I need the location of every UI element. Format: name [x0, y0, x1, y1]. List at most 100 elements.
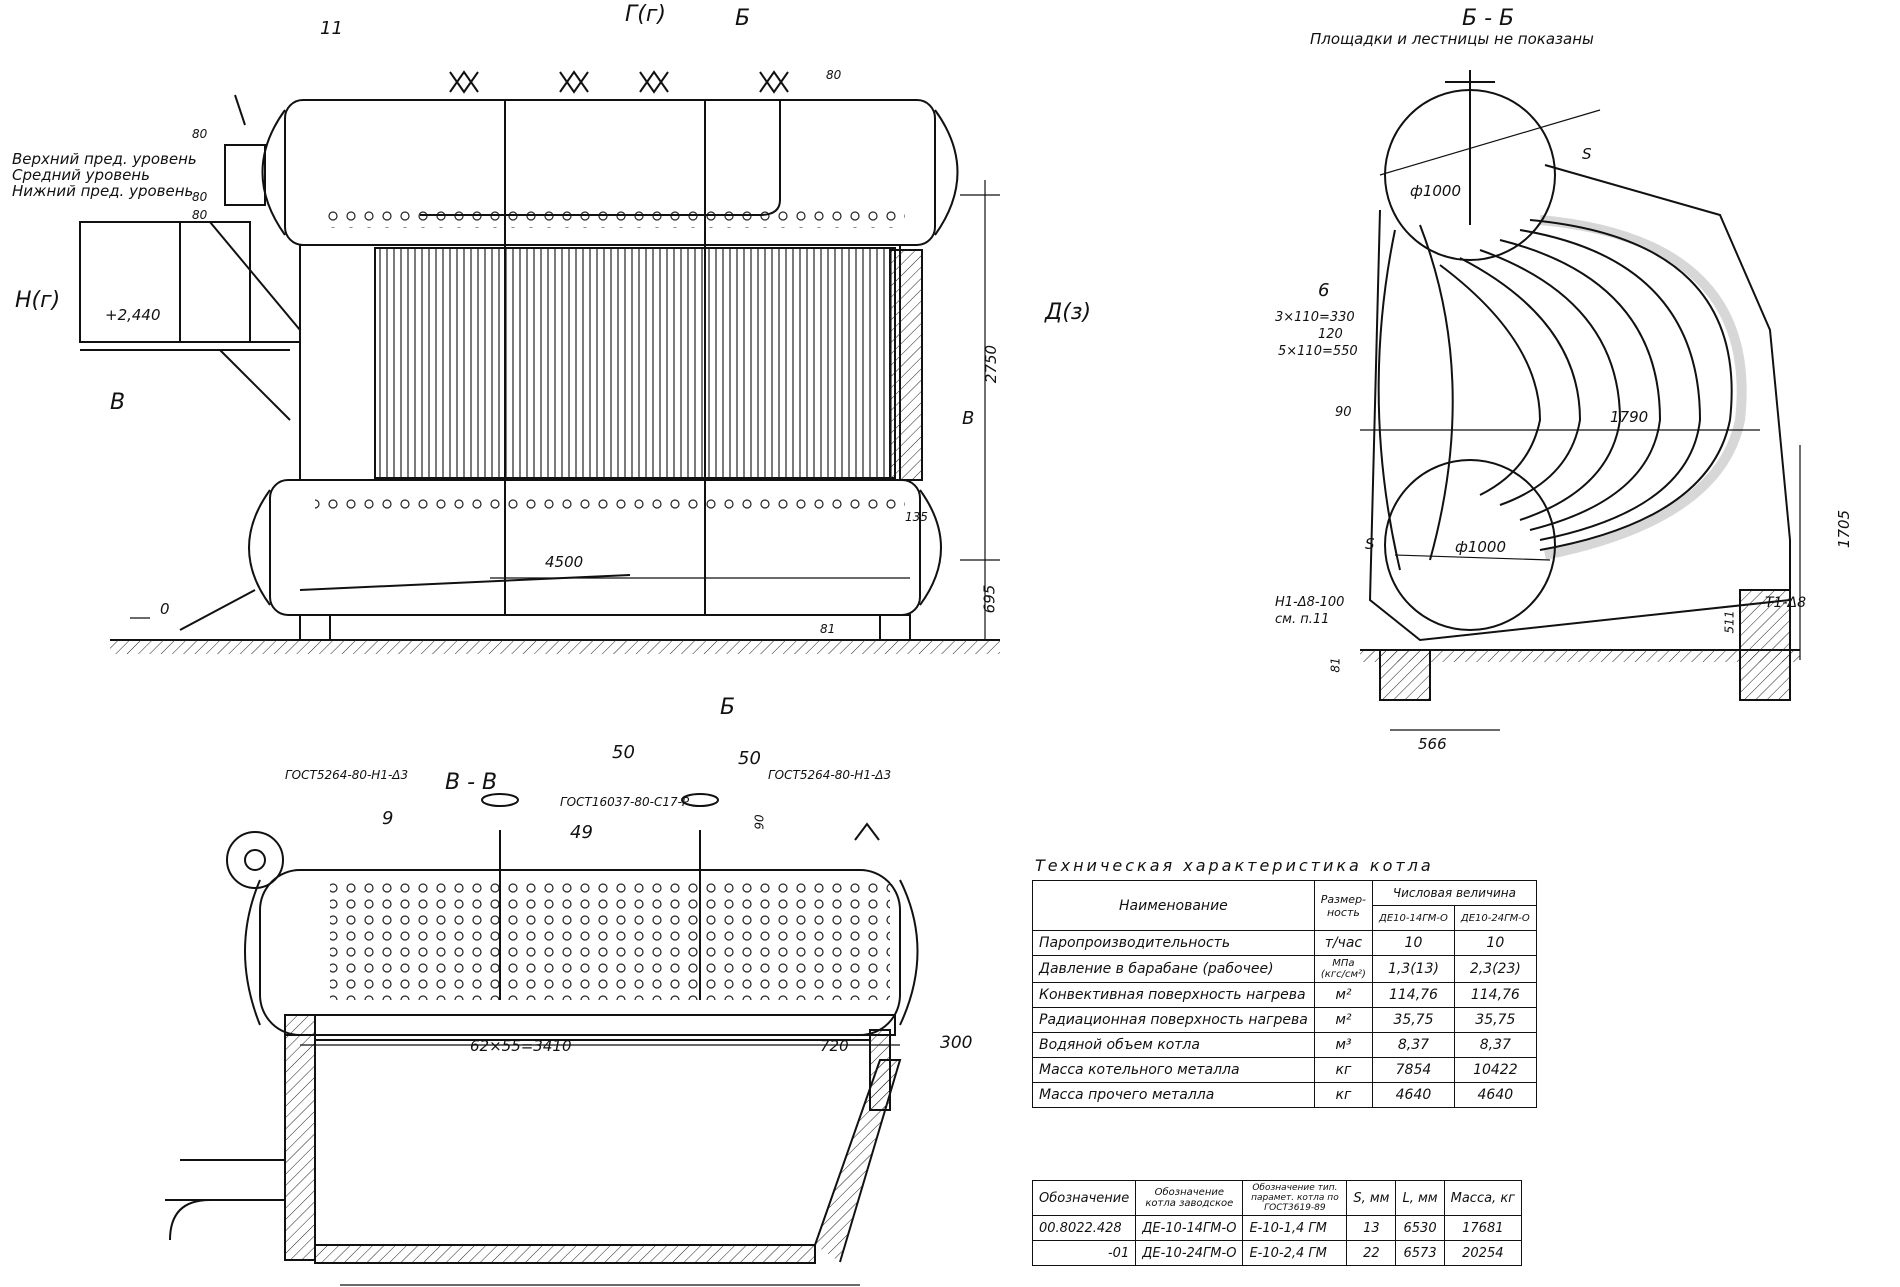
section-vv	[165, 793, 919, 1286]
drum-bottom-dia: ф1000	[1455, 538, 1506, 556]
tech-table: Наименование Размер-ность Числовая велич…	[1032, 880, 1537, 1108]
callout-50b: 50	[738, 748, 761, 769]
cell: м³	[1313, 1032, 1374, 1058]
desig-h-1: Обозначение	[1031, 1180, 1137, 1216]
cell: 8,37	[1372, 1032, 1455, 1058]
tech-sub-2: ДЕ10-24ГМ-О	[1453, 905, 1537, 931]
tech-h-name: Наименование	[1032, 880, 1315, 931]
tech-sub-1: ДЕ10-14ГМ-О	[1372, 905, 1455, 931]
pitch-3: 5×110=550	[1278, 344, 1358, 359]
cell: 114,76	[1453, 982, 1537, 1008]
dim-2750: 2750	[982, 344, 1001, 384]
section-bb-note: Площадки и лестницы не показаны	[1310, 30, 1594, 48]
weld-left-note: см. п.11	[1275, 612, 1330, 627]
cell: Водяной объем котла	[1032, 1032, 1315, 1058]
cell: 6573	[1395, 1240, 1445, 1266]
gost-right: ГОСТ5264-80-Н1-Δ3	[768, 768, 892, 782]
table-row: -01 ДЕ-10-24ГМ-О Е-10-2,4 ГМ 22 6573 202…	[1031, 1240, 1523, 1266]
marker-b-top: Б	[735, 6, 751, 31]
drum-top-dia: ф1000	[1410, 182, 1461, 200]
s-top: S	[1582, 145, 1592, 163]
table-row: Масса котельного металла кг 7854 10422	[1032, 1057, 1537, 1083]
dim-90-bb: 90	[1335, 405, 1352, 420]
dim-80a: 80	[192, 127, 208, 141]
cell: Конвективная поверхность нагрева	[1032, 982, 1315, 1008]
marker-v-left: В	[110, 390, 126, 415]
dim-81-front: 81	[820, 622, 836, 636]
table-row: Масса прочего металла кг 4640 4640	[1032, 1082, 1537, 1108]
dim-511: 511	[1722, 610, 1737, 634]
dim-pitch-vv: 62×55=3410	[470, 1037, 572, 1055]
cell: 35,75	[1372, 1007, 1455, 1033]
cell: 10	[1372, 930, 1455, 956]
dim-90-vv: 90	[752, 814, 767, 830]
section-bb	[1360, 70, 1801, 731]
marker-d: Д(з)	[1045, 300, 1092, 325]
designation-table: Обозначение Обозначение котла заводское …	[1031, 1180, 1523, 1266]
cell: 4640	[1453, 1082, 1537, 1108]
cell: ДЕ-10-24ГМ-О	[1135, 1240, 1244, 1266]
callout-11: 11	[320, 18, 343, 39]
marker-b-bottom: Б	[720, 695, 736, 720]
table-row: Конвективная поверхность нагрева м² 114,…	[1032, 982, 1537, 1008]
dim-135: 135	[905, 510, 928, 524]
cell: м²	[1313, 982, 1374, 1008]
table-row: Радиационная поверхность нагрева м² 35,7…	[1032, 1007, 1537, 1033]
gost-left: ГОСТ5264-80-Н1-Δ3	[285, 768, 409, 782]
desig-h-5: L, мм	[1395, 1180, 1445, 1216]
dim-81-bb: 81	[1328, 657, 1343, 673]
callout-6: 6	[1318, 280, 1330, 301]
elev-platform: +2,440	[105, 306, 161, 324]
dim-1705: 1705	[1835, 509, 1854, 549]
cell: т/час	[1313, 930, 1374, 956]
level-middle: Средний уровень	[12, 166, 150, 184]
cell: кг	[1313, 1082, 1374, 1108]
marker-h: Н(г)	[15, 288, 61, 313]
gost-mid: ГОСТ16037-80-С17-Р	[560, 795, 690, 809]
desig-h-2: Обозначение котла заводское	[1135, 1180, 1244, 1216]
cell: 17681	[1443, 1215, 1523, 1241]
tech-h-value: Числовая величина	[1372, 880, 1537, 906]
cell: кг	[1313, 1057, 1374, 1083]
cell: 2,3(23)	[1453, 955, 1537, 983]
dim-4500: 4500	[545, 553, 584, 571]
level-upper: Верхний пред. уровень	[12, 150, 197, 168]
dim-80b: 80	[192, 190, 208, 204]
cell: 10422	[1453, 1057, 1537, 1083]
s-bottom: S	[1365, 535, 1375, 553]
cell: 22	[1346, 1240, 1397, 1266]
callout-49: 49	[570, 822, 593, 843]
cell: 6530	[1395, 1215, 1445, 1241]
desig-h-6: Масса, кг	[1443, 1180, 1523, 1216]
dim-1790: 1790	[1610, 408, 1649, 426]
dim-80-top: 80	[826, 68, 842, 82]
dim-300: 300	[940, 1033, 973, 1053]
table-row: Давление в барабане (рабочее) МПа (кгс/с…	[1032, 955, 1537, 983]
cell: Радиационная поверхность нагрева	[1032, 1007, 1315, 1033]
cell: Масса котельного металла	[1032, 1057, 1315, 1083]
cell: МПа (кгс/см²)	[1313, 955, 1374, 983]
marker-g: Г(г)	[625, 2, 666, 27]
pitch-2: 120	[1318, 327, 1343, 342]
dim-80c: 80	[192, 208, 208, 222]
cell: 10	[1453, 930, 1537, 956]
weld-right: Т1-Δ8	[1765, 595, 1806, 611]
section-bb-title: Б - Б	[1462, 6, 1515, 31]
cell: ДЕ-10-14ГМ-О	[1135, 1215, 1244, 1241]
callout-9: 9	[382, 808, 394, 829]
cell: 00.8022.428	[1031, 1215, 1137, 1241]
front-view	[79, 70, 1000, 654]
elev-zero: 0	[160, 600, 170, 618]
section-vv-title: В - В	[445, 770, 498, 795]
cell: 13	[1346, 1215, 1397, 1241]
cell: 114,76	[1372, 982, 1455, 1008]
weld-left: Н1-Δ8-100	[1275, 595, 1345, 610]
tech-table-caption: Техническая характеристика котла	[1035, 856, 1434, 875]
cell: 4640	[1372, 1082, 1455, 1108]
cell: Масса прочего металла	[1032, 1082, 1315, 1108]
table-row: Водяной объем котла м³ 8,37 8,37	[1032, 1032, 1537, 1058]
dim-695: 695	[980, 584, 999, 614]
cell: -01	[1031, 1240, 1137, 1266]
cell: 35,75	[1453, 1007, 1537, 1033]
